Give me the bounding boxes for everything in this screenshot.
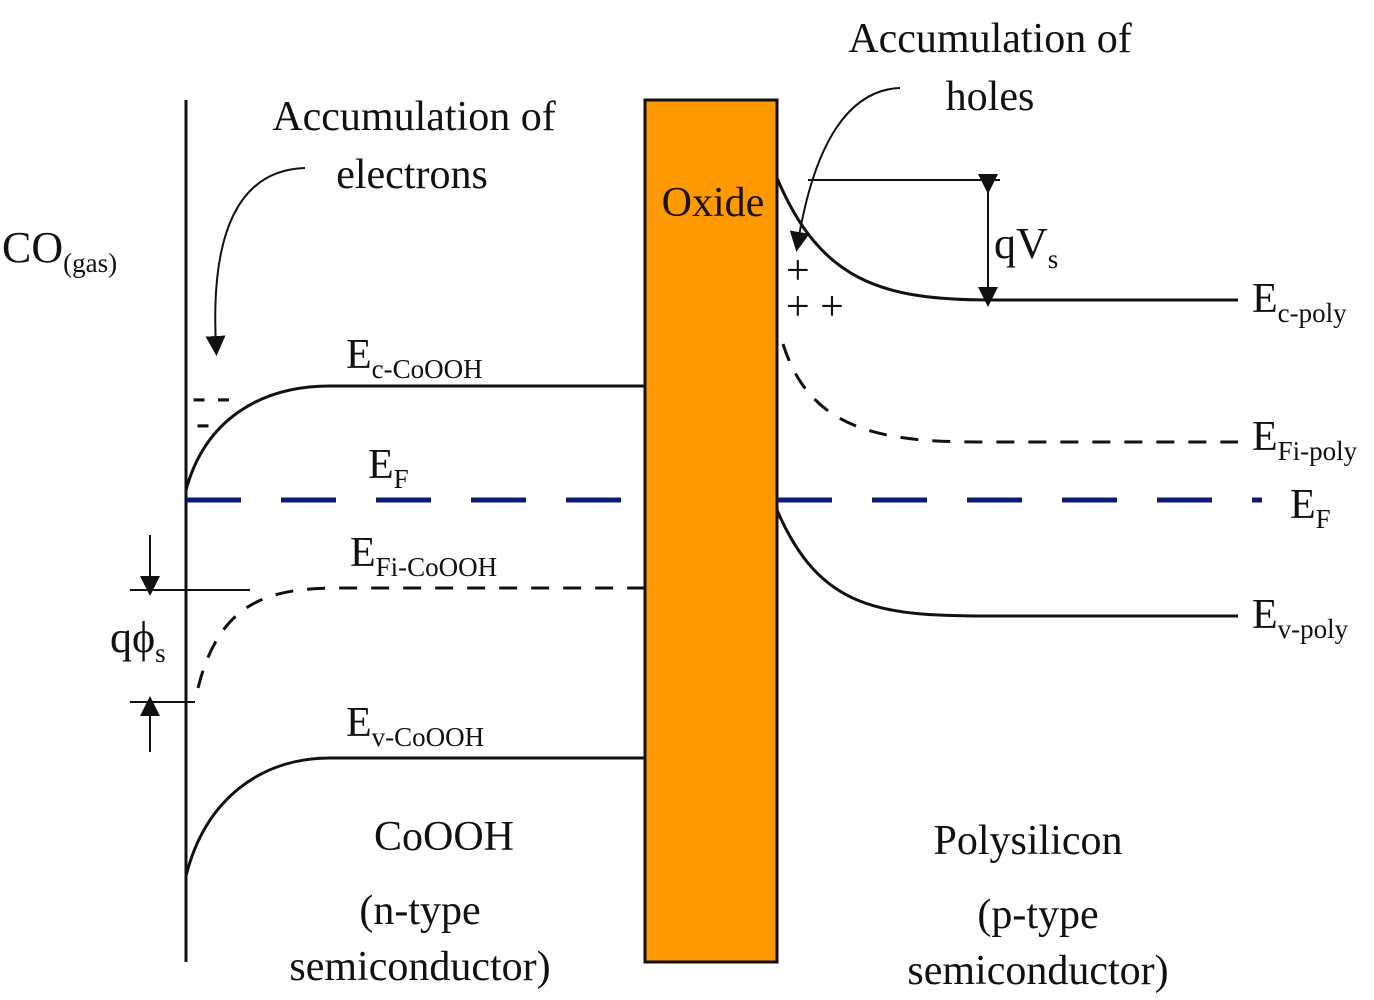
qphis-label: qϕs [110, 613, 166, 668]
label-ef-left: EF [368, 442, 409, 494]
poly-type-line2: semiconductor) [907, 948, 1168, 994]
coooh-type-line2: semiconductor) [289, 944, 550, 990]
label-ec-poly: Ec-poly [1252, 276, 1347, 328]
label-ev-coooh: Ev-CoOOH [346, 700, 484, 752]
electron-charges-2: - [196, 400, 210, 446]
holes-pointer-arrow [789, 87, 901, 252]
co-gas-label: CO(gas) [2, 223, 117, 278]
holes-annotation-line1: Accumulation of [848, 16, 1131, 62]
hole-charges-1: + [786, 248, 810, 294]
label-ec-coooh: Ec-CoOOH [346, 332, 483, 384]
oxide-layer [643, 98, 779, 964]
qvs-label: qVs [994, 219, 1058, 274]
label-ef-right: EF [1290, 482, 1331, 534]
intrinsic-level-coooh [196, 586, 645, 689]
poly-type-line1: (p-type [977, 892, 1098, 938]
label-ev-poly: Ev-poly [1252, 592, 1349, 644]
valence-band-coooh [184, 756, 645, 877]
oxide-label: Oxide [662, 180, 765, 226]
label-efi-poly: EFi-poly [1252, 414, 1358, 466]
electron-charges-1: - - [192, 374, 230, 420]
intrinsic-level-poly [781, 343, 1238, 444]
conduction-band-coooh [184, 384, 645, 491]
electrons-annotation-line1: Accumulation of [272, 94, 555, 140]
valence-band-poly [775, 509, 1238, 618]
electrons-pointer-arrow [205, 167, 306, 356]
coooh-name: CoOOH [374, 814, 514, 860]
poly-name: Polysilicon [933, 818, 1122, 864]
coooh-type-line1: (n-type [359, 888, 480, 934]
holes-annotation-line2: holes [946, 74, 1035, 120]
conduction-band-poly [775, 177, 1238, 302]
label-efi-coooh: EFi-CoOOH [350, 530, 497, 582]
hole-charges-2: + + [786, 284, 844, 330]
electrons-annotation-line2: electrons [336, 152, 488, 198]
